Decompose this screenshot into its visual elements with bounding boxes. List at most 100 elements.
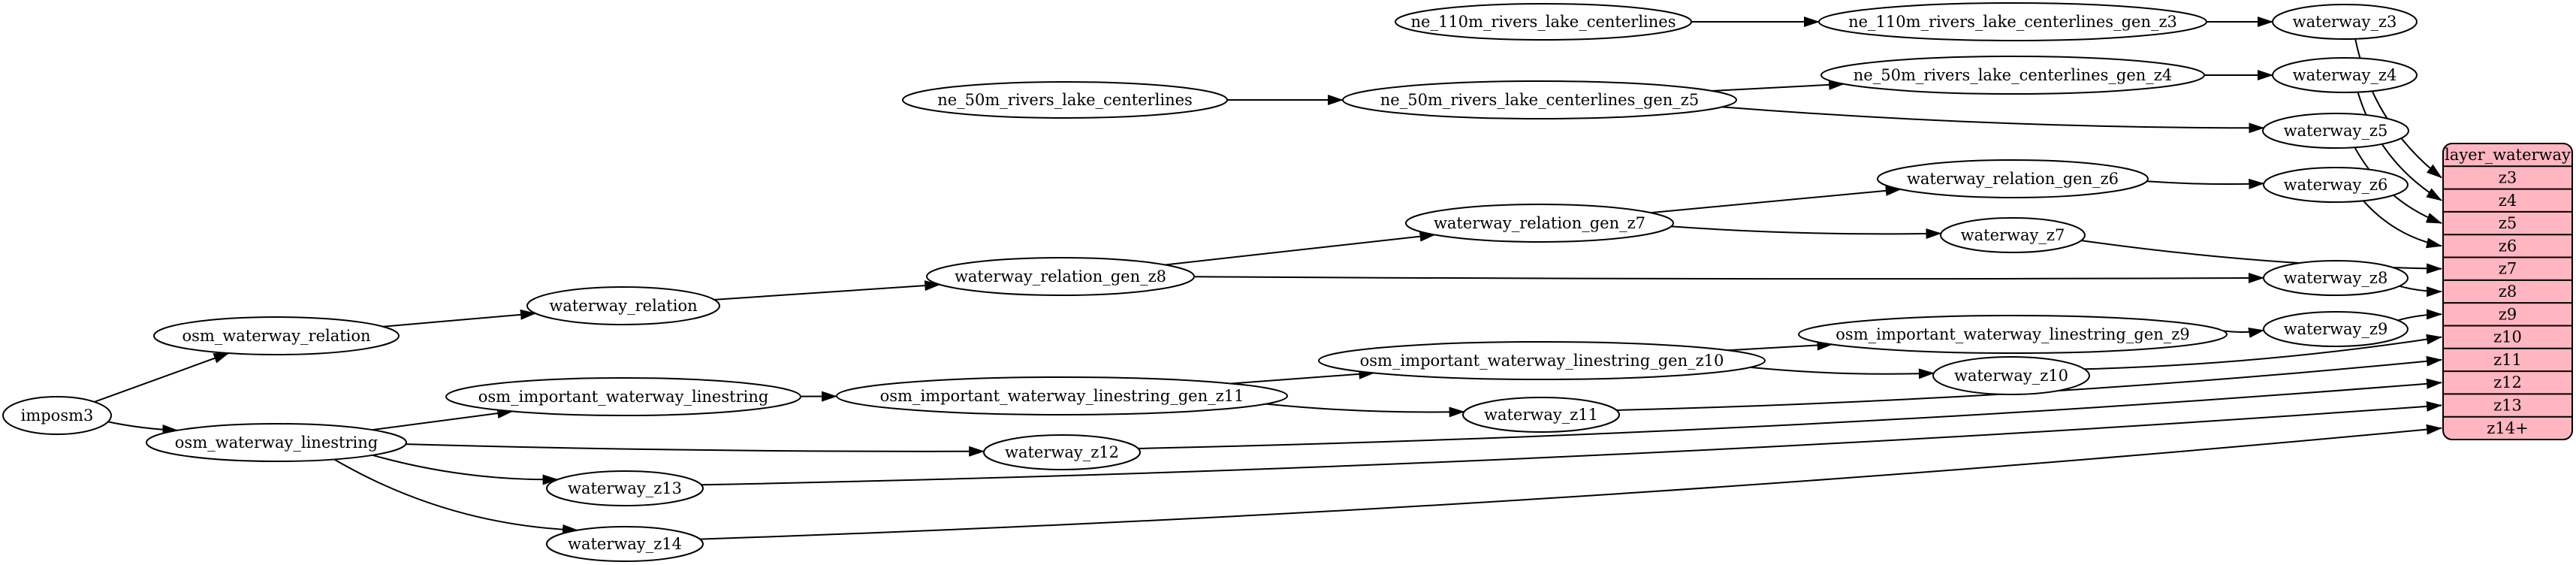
osm_important_waterway_linestring-ellipse bbox=[445, 377, 801, 416]
edge-waterway_relation_gen_z7-to-waterway_relation_gen_z6 bbox=[1651, 185, 1902, 214]
edge-osm_waterway_linestring-to-osm_important_waterway_linestring bbox=[372, 408, 514, 431]
edge-waterway_relation_gen_z8-to-waterway_z8 bbox=[1193, 272, 2264, 283]
waterway_z8-ellipse bbox=[2263, 260, 2409, 296]
graph-node-osm_important_waterway_linestring: osm_important_waterway_linestring bbox=[445, 377, 801, 416]
graph-node-waterway_z3: waterway_z3 bbox=[2272, 4, 2418, 40]
graph-node-waterway_relation_gen_z7: waterway_relation_gen_z7 bbox=[1405, 204, 1674, 243]
graph-node-waterway_z11: waterway_z11 bbox=[1462, 397, 1620, 433]
waterway_z3-ellipse bbox=[2272, 4, 2418, 40]
edge-waterway_z9-to-layer-waterway-z9 bbox=[2397, 309, 2442, 322]
table-row-z10: z10 bbox=[2493, 328, 2522, 346]
ne_110m_rivers_lake_centerlines-ellipse bbox=[1395, 3, 1692, 41]
node-label: osm_waterway_linestring bbox=[175, 434, 378, 452]
edge-waterway_z12-to-layer-waterway-z12 bbox=[1138, 378, 2442, 449]
graph-node-ne_50m_rivers_lake_centerlines_gen_z5: ne_50m_rivers_lake_centerlines_gen_z5 bbox=[1342, 80, 1737, 119]
node-label: waterway_z13 bbox=[568, 479, 682, 497]
node-label: ne_110m_rivers_lake_centerlines bbox=[1411, 13, 1676, 31]
graph-node-waterway_z10: waterway_z10 bbox=[1932, 356, 2090, 395]
graph-node-waterway_relation: waterway_relation bbox=[526, 286, 720, 325]
graph-node-waterway_relation_gen_z6: waterway_relation_gen_z6 bbox=[1877, 159, 2149, 198]
table-row-z4: z4 bbox=[2499, 192, 2517, 210]
edge-imposm3-to-osm_waterway_linestring bbox=[107, 421, 179, 436]
node-label: osm_important_waterway_linestring_gen_z1… bbox=[1360, 352, 1724, 370]
osm_important_waterway_linestring_gen_z11-ellipse bbox=[836, 376, 1288, 415]
waterway_relation_gen_z6-ellipse bbox=[1877, 159, 2149, 198]
graph-node-waterway_z6: waterway_z6 bbox=[2263, 167, 2409, 203]
node-label: waterway_z12 bbox=[1005, 443, 1119, 461]
graph-node-waterway_z13: waterway_z13 bbox=[546, 470, 704, 506]
edge-osm_waterway_linestring-to-waterway_z14 bbox=[333, 458, 579, 535]
table-outline bbox=[2442, 143, 2573, 440]
edge-osm_important_waterway_linestring_gen_z10-to-osm_important_waterway_linestring_gen_z9 bbox=[1727, 340, 1833, 352]
edge-osm_waterway_relation-to-waterway_relation bbox=[382, 309, 536, 328]
osm_important_waterway_linestring_gen_z10-ellipse bbox=[1318, 341, 1766, 380]
node-label: imposm3 bbox=[21, 406, 94, 425]
graph-node-waterway_z14: waterway_z14 bbox=[546, 526, 704, 562]
waterway_relation-ellipse bbox=[526, 286, 720, 325]
node-label: osm_important_waterway_linestring bbox=[478, 388, 769, 406]
waterway_z13-ellipse bbox=[546, 470, 704, 506]
edge-waterway_z14-to-layer-waterway-z14+ bbox=[699, 424, 2442, 540]
node-label: ne_50m_rivers_lake_centerlines bbox=[937, 91, 1193, 109]
edge-waterway_z8-to-layer-waterway-z8 bbox=[2399, 285, 2442, 298]
graph-node-osm_important_waterway_linestring_gen_z10: osm_important_waterway_linestring_gen_z1… bbox=[1318, 341, 1766, 380]
table-row-z14+: z14+ bbox=[2487, 419, 2528, 437]
waterway_relation_gen_z8-ellipse bbox=[926, 257, 1195, 296]
waterway_relation_gen_z7-ellipse bbox=[1405, 204, 1674, 243]
graph-node-osm_important_waterway_linestring_gen_z11: osm_important_waterway_linestring_gen_z1… bbox=[836, 376, 1288, 415]
graph-node-waterway_z4: waterway_z4 bbox=[2272, 57, 2418, 93]
node-label: osm_important_waterway_linestring_gen_z9 bbox=[1835, 325, 2189, 343]
graph-node-ne_110m_rivers_lake_centerlines: ne_110m_rivers_lake_centerlines bbox=[1395, 3, 1692, 41]
table-row-z5: z5 bbox=[2499, 214, 2517, 232]
table-title: layer_waterway bbox=[2445, 146, 2571, 164]
graph-node-osm_waterway_relation: osm_waterway_relation bbox=[153, 316, 400, 355]
graph-node-osm_waterway_linestring: osm_waterway_linestring bbox=[146, 423, 407, 462]
edge-ne_50m_rivers_lake_centerlines_gen_z5-to-waterway_z5 bbox=[1721, 106, 2265, 134]
table-layer-waterway: layer_waterwayz3z4z5z6z7z8z9z10z11z12z13… bbox=[2442, 143, 2573, 440]
graph-node-waterway_z12: waterway_z12 bbox=[983, 434, 1141, 470]
table-row-z8: z8 bbox=[2499, 282, 2517, 301]
waterway_z6-ellipse bbox=[2263, 167, 2409, 203]
waterway_z14-ellipse bbox=[546, 526, 704, 562]
ne_50m_rivers_lake_centerlines-ellipse bbox=[902, 81, 1228, 119]
graph-node-ne_110m_rivers_lake_centerlines_gen_z3: ne_110m_rivers_lake_centerlines_gen_z3 bbox=[1818, 2, 2207, 41]
edge-ne_50m_rivers_lake_centerlines_gen_z5-to-ne_50m_rivers_lake_centerlines_gen_z4 bbox=[1712, 79, 1845, 92]
waterway_z10-ellipse bbox=[1932, 356, 2090, 395]
imposm3-ellipse bbox=[2, 396, 112, 435]
graph-node-waterway_relation_gen_z8: waterway_relation_gen_z8 bbox=[926, 257, 1195, 296]
node-label: waterway_z11 bbox=[1484, 406, 1598, 424]
node-label: ne_110m_rivers_lake_centerlines_gen_z3 bbox=[1848, 13, 2177, 31]
edge-osm_important_waterway_linestring_gen_z9-to-waterway_z9 bbox=[2223, 327, 2265, 338]
waterway_z12-ellipse bbox=[983, 434, 1141, 470]
node-label: waterway_z6 bbox=[2284, 176, 2388, 194]
waterway_z9-ellipse bbox=[2263, 311, 2409, 347]
edge-osm_important_waterway_linestring_gen_z11-to-osm_important_waterway_linestring_gen_z10 bbox=[1230, 368, 1375, 385]
waterway_z4-ellipse bbox=[2272, 57, 2418, 93]
edge-osm_important_waterway_linestring_gen_z10-to-waterway_z10 bbox=[1750, 366, 1935, 379]
table-row-z13: z13 bbox=[2493, 397, 2522, 415]
ne_110m_rivers_lake_centerlines_gen_z3-ellipse bbox=[1818, 2, 2207, 41]
graph-node-osm_important_waterway_linestring_gen_z9: osm_important_waterway_linestring_gen_z9 bbox=[1798, 315, 2228, 354]
ne_50m_rivers_lake_centerlines_gen_z5-ellipse bbox=[1342, 80, 1737, 119]
waterway_z5-ellipse bbox=[2262, 113, 2409, 149]
table-row-z7: z7 bbox=[2499, 260, 2517, 278]
table-row-z9: z9 bbox=[2499, 305, 2517, 323]
node-label: waterway_z14 bbox=[568, 535, 682, 553]
node-label: waterway_z4 bbox=[2293, 66, 2397, 84]
node-layer: imposm3 osm_waterway_relation osm_waterway… bbox=[2, 2, 2418, 562]
edge-waterway_relation_gen_z8-to-waterway_relation_gen_z7 bbox=[1165, 231, 1436, 266]
edge-waterway_z10-to-layer-waterway-z10 bbox=[2084, 334, 2442, 370]
table-row-z3: z3 bbox=[2499, 168, 2517, 186]
node-label: waterway_relation_gen_z6 bbox=[1907, 170, 2119, 188]
edge-osm_important_waterway_linestring_gen_z11-to-waterway_z11 bbox=[1265, 403, 1465, 418]
node-label: waterway_relation_gen_z8 bbox=[955, 267, 1166, 286]
edge-imposm3-to-osm_waterway_relation bbox=[94, 352, 230, 403]
graph-node-waterway_z8: waterway_z8 bbox=[2263, 260, 2409, 296]
node-label: ne_50m_rivers_lake_centerlines_gen_z5 bbox=[1380, 91, 1699, 109]
node-label: waterway_z8 bbox=[2284, 269, 2388, 287]
edge-waterway_z13-to-layer-waterway-z13 bbox=[701, 400, 2442, 486]
graph-node-waterway_z7: waterway_z7 bbox=[1940, 217, 2086, 253]
